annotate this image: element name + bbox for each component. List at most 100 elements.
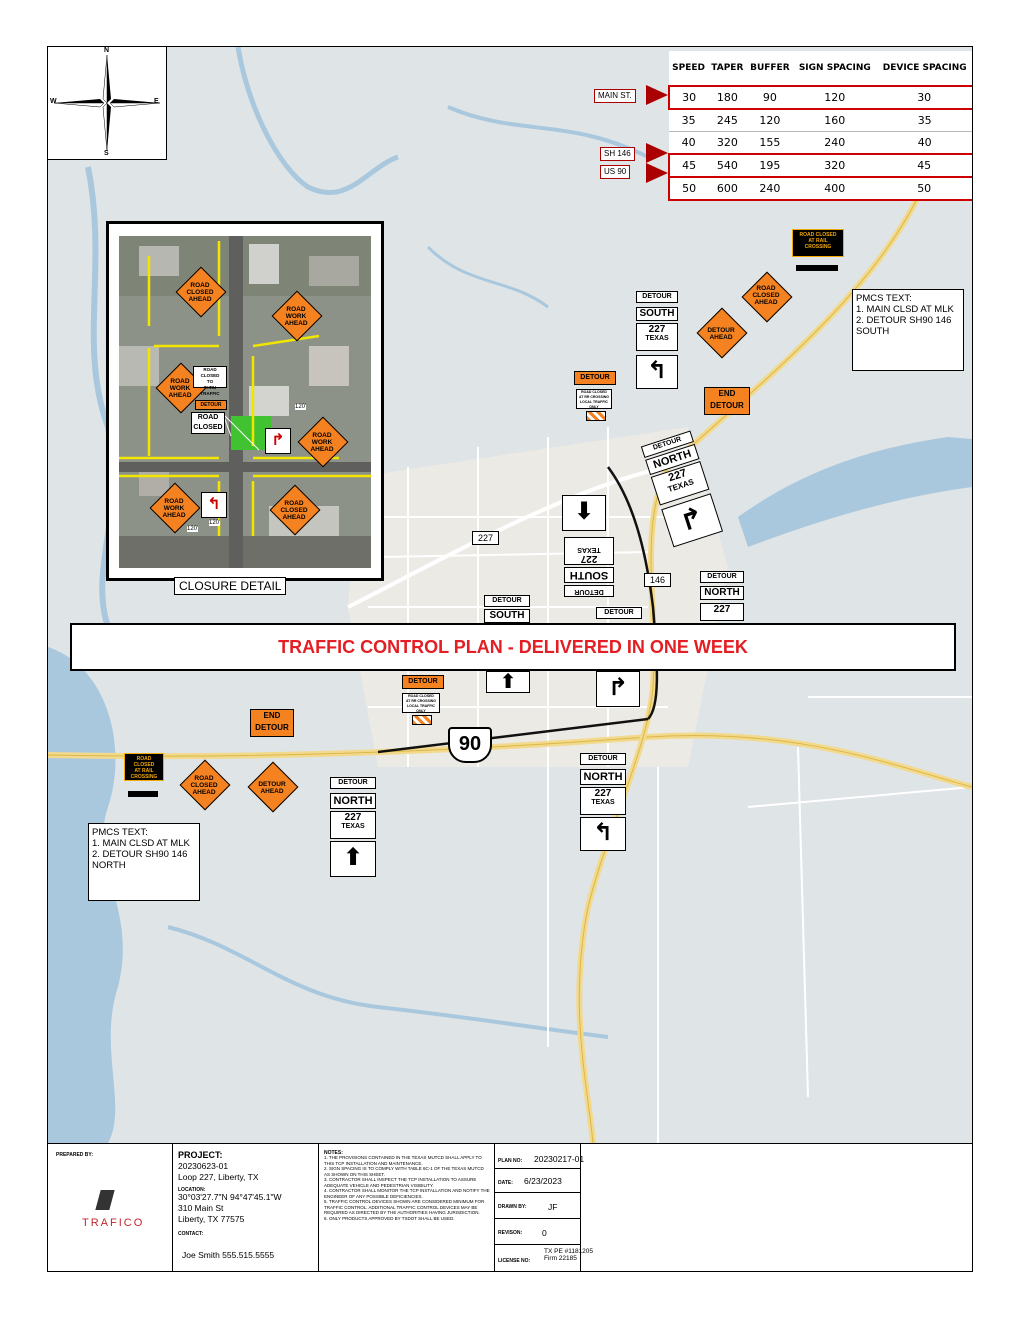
table-cell: 30 <box>876 85 972 110</box>
detour-arrow-sign: DETOUR <box>574 371 616 385</box>
notes-label: NOTES: <box>324 1150 343 1156</box>
revision-label: REVISON: <box>498 1230 523 1236</box>
company-name: TRAFICO <box>82 1217 145 1229</box>
table-header: BUFFER <box>746 51 794 86</box>
table-header: TAPER <box>708 51 747 86</box>
table-row: 50 600 240 400 50 <box>667 176 972 201</box>
detour-plaque: DETOUR <box>564 585 614 597</box>
table-row: 30 180 90 120 30 <box>667 85 972 110</box>
compass-w: W <box>50 98 57 105</box>
no-left-turn-icon: ↰ <box>201 492 227 518</box>
detour-plaque: DETOUR <box>580 753 626 765</box>
plan-no-value: 20230217-01 <box>534 1154 585 1164</box>
table-header: DEVICE SPACING <box>876 51 972 86</box>
trafico-logo-icon <box>95 1190 115 1210</box>
table-cell: 195 <box>746 153 794 178</box>
detour-plaque: DETOUR <box>484 595 530 607</box>
table-cell: 320 <box>708 131 747 154</box>
pmcs-trailer <box>128 791 158 797</box>
pmcs-line: 2. DETOUR SH90 146 NORTH <box>92 849 188 871</box>
closure-detail-label: CLOSURE DETAIL <box>174 577 287 595</box>
route-227-shield: 227 <box>700 603 744 621</box>
note-item: 1. THE PROVISIONS CONTAINED IN THE TEXAS… <box>324 1155 482 1166</box>
date-label: DATE: <box>498 1180 513 1186</box>
speed-spacing-table: SPEED TAPER BUFFER SIGN SPACING DEVICE S… <box>667 51 972 201</box>
table-cell: 40 <box>669 131 709 154</box>
distance-label: 120' <box>295 404 307 410</box>
route-227-shield: 227 TEXAS <box>564 537 614 565</box>
table-cell: 30 <box>667 85 709 110</box>
compass-rose: N S W E <box>48 47 167 160</box>
row-arrow-icon <box>646 85 668 105</box>
pmcs-line: 1. MAIN CLSD AT MLK <box>856 304 954 315</box>
compass-n: N <box>104 47 110 54</box>
divider <box>494 1192 580 1193</box>
table-row: 35 245 120 160 35 <box>669 108 972 132</box>
detour-plaque: DETOUR <box>700 571 744 583</box>
table-cell: 245 <box>708 108 747 132</box>
south-plaque: SOUTH <box>484 609 530 623</box>
contact-value: Joe Smith 555.515.5555 <box>182 1250 275 1260</box>
north-plaque: NORTH <box>330 793 376 809</box>
pmcs-trailer <box>796 265 838 271</box>
row-label-us90: US 90 <box>600 165 631 179</box>
license-label: LICENSE NO: <box>498 1258 531 1264</box>
table-cell: 155 <box>746 131 794 154</box>
pmcs-text-box-south: PMCS TEXT: 1. MAIN CLSD AT MLK 2. DETOUR… <box>852 289 964 371</box>
route-227-shield: 227 TEXAS <box>330 811 376 839</box>
table-cell: 240 <box>746 176 794 201</box>
distance-label: 120' <box>187 526 199 532</box>
divider <box>494 1168 580 1169</box>
north-plaque: NORTH <box>700 586 744 600</box>
notes-list: 1. THE PROVISIONS CONTAINED IN THE TEXAS… <box>324 1155 490 1221</box>
note-item: 4. CONTRACTOR SHALL MONITOR THE TCP INST… <box>324 1188 490 1199</box>
row-label-sh146: SH 146 <box>600 147 635 161</box>
table-cell: 540 <box>708 153 747 178</box>
table-row: 40 320 155 240 40 <box>669 131 972 154</box>
south-plaque: SOUTH <box>564 567 614 583</box>
route-227-shield: 227 TEXAS <box>580 787 626 815</box>
note-item: 2. SIGN SPACING IS TO COMPLY WITH TABLE … <box>324 1166 484 1177</box>
barricade-icon <box>412 715 432 725</box>
compass-s: S <box>104 150 109 157</box>
no-right-turn-icon: ↱ <box>265 428 291 454</box>
drawn-by-label: DRAWN BY: <box>498 1204 527 1210</box>
map-area[interactable]: N S W E SPEED TAPER BUFFER SIGN SPACING … <box>48 47 972 1143</box>
pmcs-text-box-north: PMCS TEXT: 1. MAIN CLSD AT MLK 2. DETOUR… <box>88 823 200 901</box>
pmcs-line: 1. MAIN CLSD AT MLK <box>92 838 190 849</box>
table-cell: 400 <box>793 176 877 201</box>
table-cell: 180 <box>708 85 747 110</box>
distance-label: 120' <box>209 520 221 526</box>
table-cell: 45 <box>667 153 709 178</box>
pmcs-line: 2. DETOUR SH90 146 SOUTH <box>856 315 952 337</box>
up-arrow-icon: ⬆ <box>330 841 376 877</box>
detour-plaque: DETOUR <box>330 777 376 789</box>
down-arrow-icon: ⬇ <box>562 495 606 531</box>
table-row: 45 540 195 320 45 <box>667 153 972 178</box>
prepared-by-label: PREPARED BY: <box>56 1152 94 1158</box>
left-turn-arrow-icon: ↰ <box>636 355 678 389</box>
detour-south-inverted-assembly: DETOUR SOUTH 227 TEXAS <box>558 535 614 597</box>
address-line-1: 310 Main St <box>178 1203 224 1213</box>
detour-plaque: DETOUR <box>636 291 678 303</box>
route-label-227: 227 <box>472 531 500 545</box>
us-90-shield: 90 <box>448 727 492 763</box>
note-item: 3. CONTRACTOR SHALL INSPECT THE TCP INST… <box>324 1177 477 1188</box>
table-cell: 50 <box>876 176 972 201</box>
